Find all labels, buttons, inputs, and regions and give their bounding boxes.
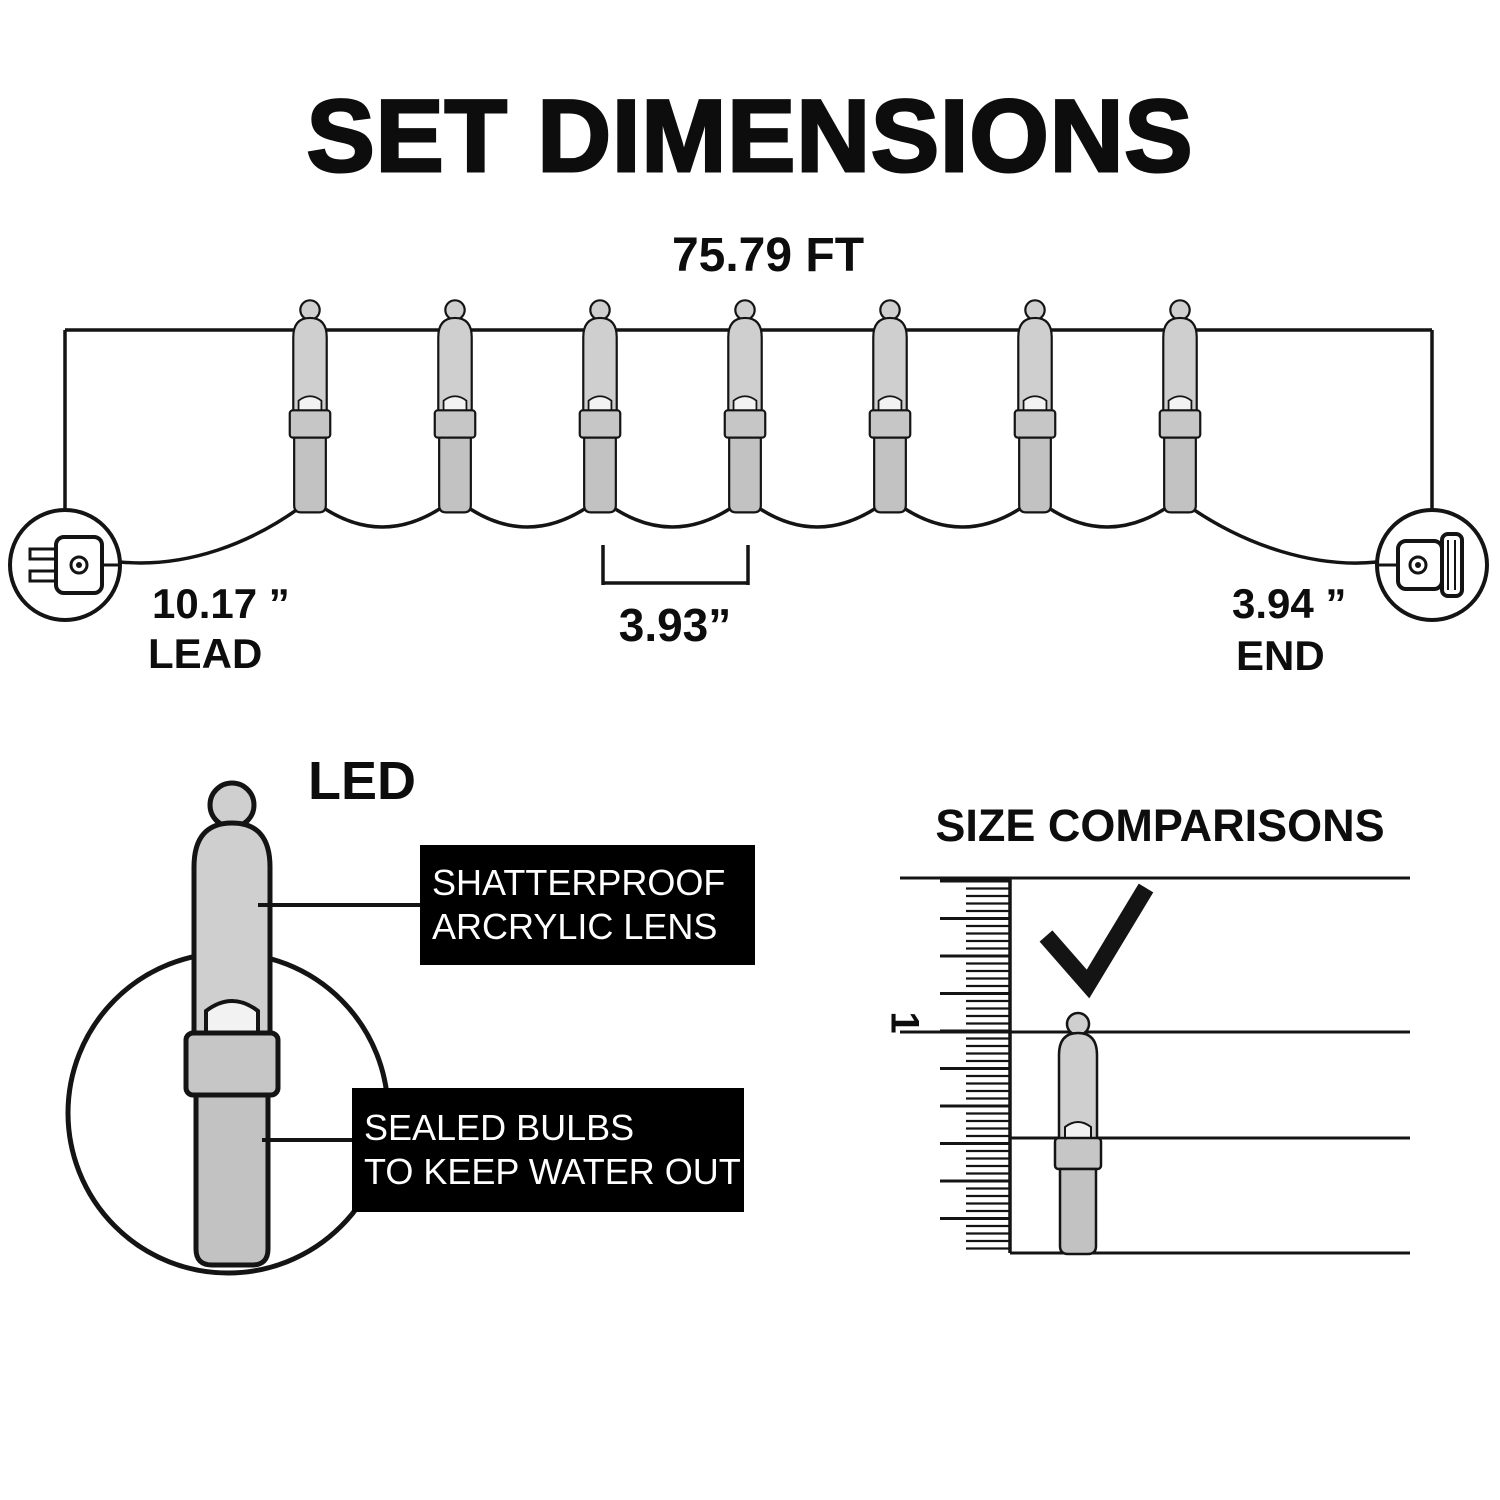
end-length-value: 3.94 ” (1232, 580, 1347, 627)
wire-lead (119, 498, 312, 565)
led-label: LED (308, 751, 416, 811)
led-bulb-large (186, 783, 278, 1265)
callout-shatterproof: SHATTERPROOF ARCRYLIC LENS (420, 845, 755, 965)
lead-label: LEAD (148, 630, 263, 677)
bulb-spacing-value: 3.93” (618, 599, 732, 651)
comparison-bulb (1053, 1011, 1103, 1256)
checkmark-icon (1039, 883, 1154, 999)
callout-sealed-line2: TO KEEP WATER OUT (364, 1151, 741, 1192)
size-comparison-title: SIZE COMPARISONS (935, 800, 1385, 851)
ruler-mark-label: 1 (882, 1011, 927, 1034)
end-connector-icon (1375, 508, 1489, 622)
lead-plug-icon (8, 508, 122, 622)
end-label: END (1236, 632, 1325, 679)
string-bulb (288, 299, 332, 514)
wire-end (1178, 498, 1378, 565)
callout-shatterproof-line1: SHATTERPROOF (432, 862, 726, 904)
callout-sealed-line1: SEALED BULBS (364, 1107, 635, 1149)
page-title: SET DIMENSIONS (305, 78, 1194, 195)
string-bulb (1013, 299, 1057, 514)
callout-shatterproof-line2: ARCRYLIC LENS (432, 906, 718, 947)
comparison-lines (900, 876, 1410, 1255)
lead-length-value: 10.17 ” (152, 580, 290, 627)
total-length-label: 75.79 FT (671, 229, 865, 282)
string-light-diagram (8, 299, 1489, 622)
string-bulb (723, 299, 767, 514)
string-bulb (578, 299, 622, 514)
string-bulb (1158, 299, 1202, 514)
spacing-bracket (601, 545, 750, 585)
string-bulb (868, 299, 912, 514)
string-bulb (433, 299, 477, 514)
ruler-icon (940, 879, 1010, 1254)
callout-sealed-bulbs: SEALED BULBS TO KEEP WATER OUT (352, 1088, 744, 1212)
size-comparison-diagram (900, 876, 1410, 1256)
